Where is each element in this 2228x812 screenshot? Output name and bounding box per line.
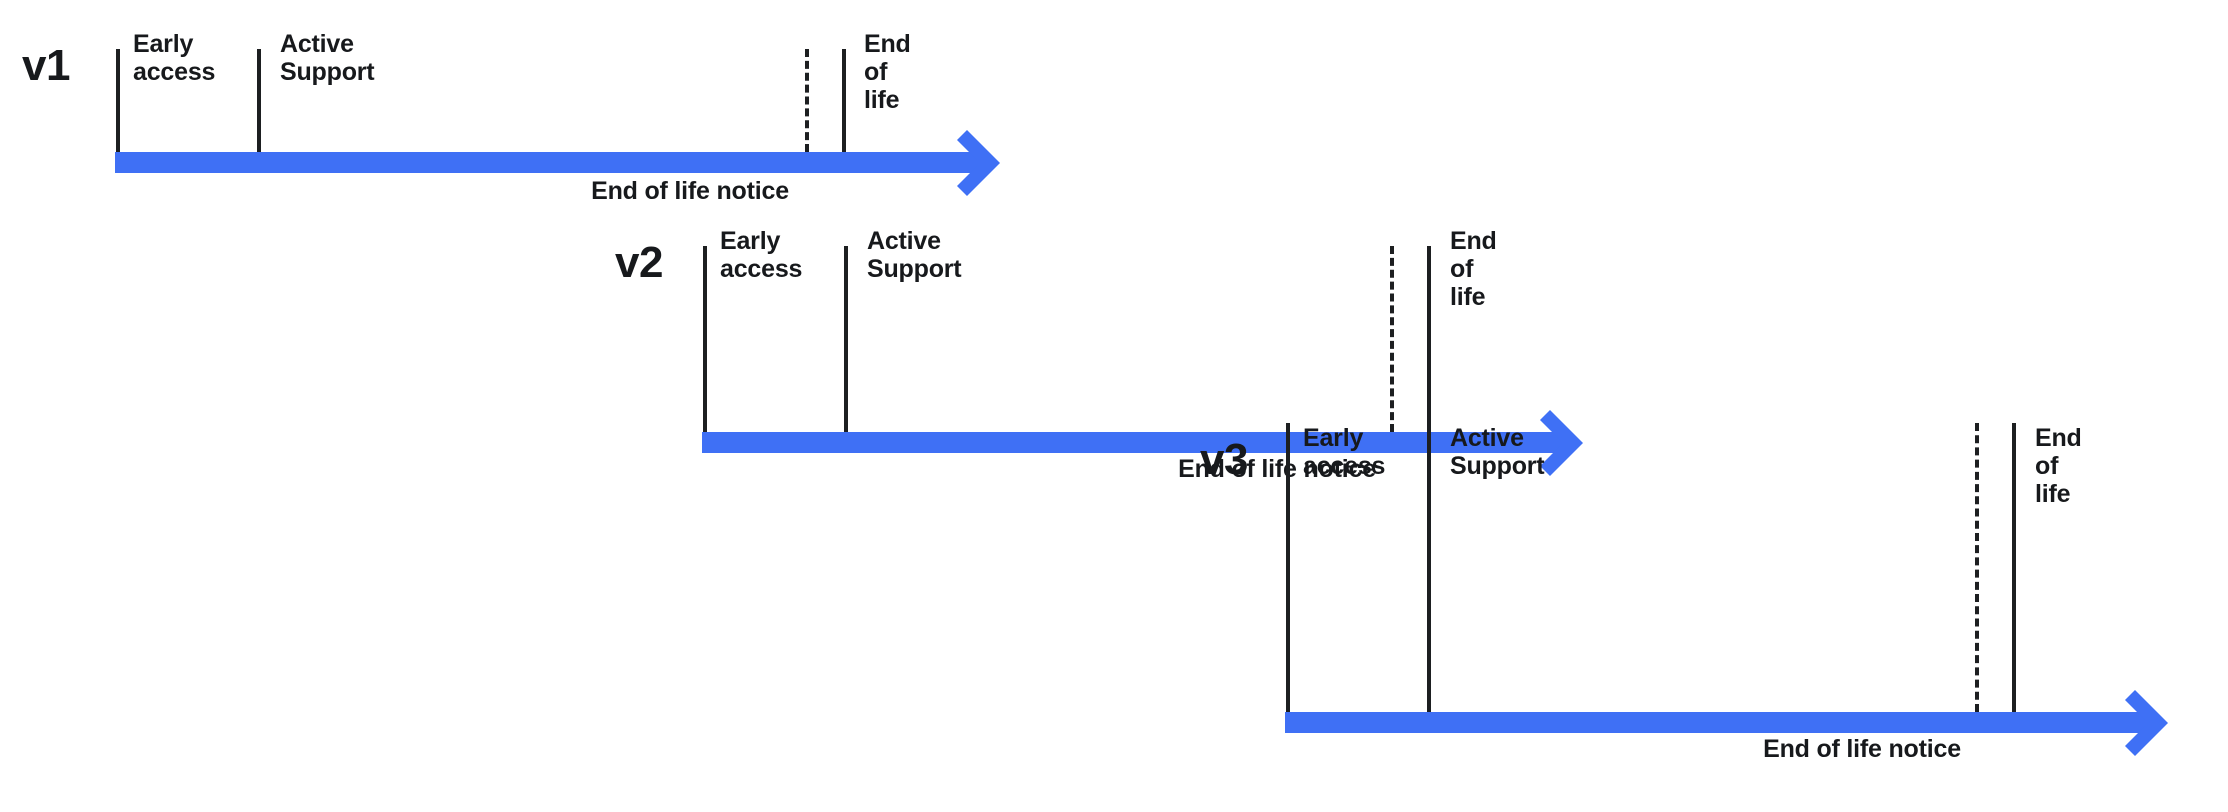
phase-label-end-of-life: End of life <box>2035 424 2082 508</box>
phase-divider-0 <box>1286 423 1290 712</box>
phase-divider-2 <box>1427 246 1431 432</box>
timeline-arrow-head <box>1520 409 1583 476</box>
phase-label-active-support: Active Support <box>867 227 962 283</box>
phase-label-end-of-life: End of life <box>864 30 911 114</box>
phase-label-end-of-life: End of life <box>1450 227 1497 311</box>
timeline-bar-v2 <box>702 432 1566 453</box>
version-label-v1: v1 <box>22 41 70 90</box>
phase-divider-0 <box>116 49 120 152</box>
version-label-v2: v2 <box>615 238 663 287</box>
version-label-v3: v3 <box>1200 435 1248 484</box>
timeline-arrow-head <box>937 129 1000 196</box>
phase-divider-1 <box>844 246 848 432</box>
end-of-life-notice-label: End of life notice <box>1763 735 1961 763</box>
end-of-life-notice-marker <box>1975 423 1979 712</box>
timeline-arrow-head <box>2105 689 2168 756</box>
end-of-life-notice-label: End of life notice <box>591 177 789 205</box>
phase-label-early-access: Early access <box>133 30 216 86</box>
end-of-life-notice-marker <box>1390 246 1394 432</box>
end-of-life-notice-marker <box>805 49 809 152</box>
end-of-life-notice-label: End of life notice <box>1178 455 1376 483</box>
phase-divider-2 <box>2012 423 2016 712</box>
phase-divider-0 <box>703 246 707 432</box>
timeline-bar-v1 <box>115 152 983 173</box>
phase-divider-1 <box>257 49 261 152</box>
timeline-bar-v3 <box>1285 712 2151 733</box>
phase-divider-1 <box>1427 423 1431 712</box>
phase-label-active-support: Active Support <box>1450 424 1545 480</box>
phase-label-early-access: Early access <box>720 227 803 283</box>
phase-divider-2 <box>842 49 846 152</box>
phase-label-active-support: Active Support <box>280 30 375 86</box>
phase-label-early-access: Early access <box>1303 424 1386 480</box>
